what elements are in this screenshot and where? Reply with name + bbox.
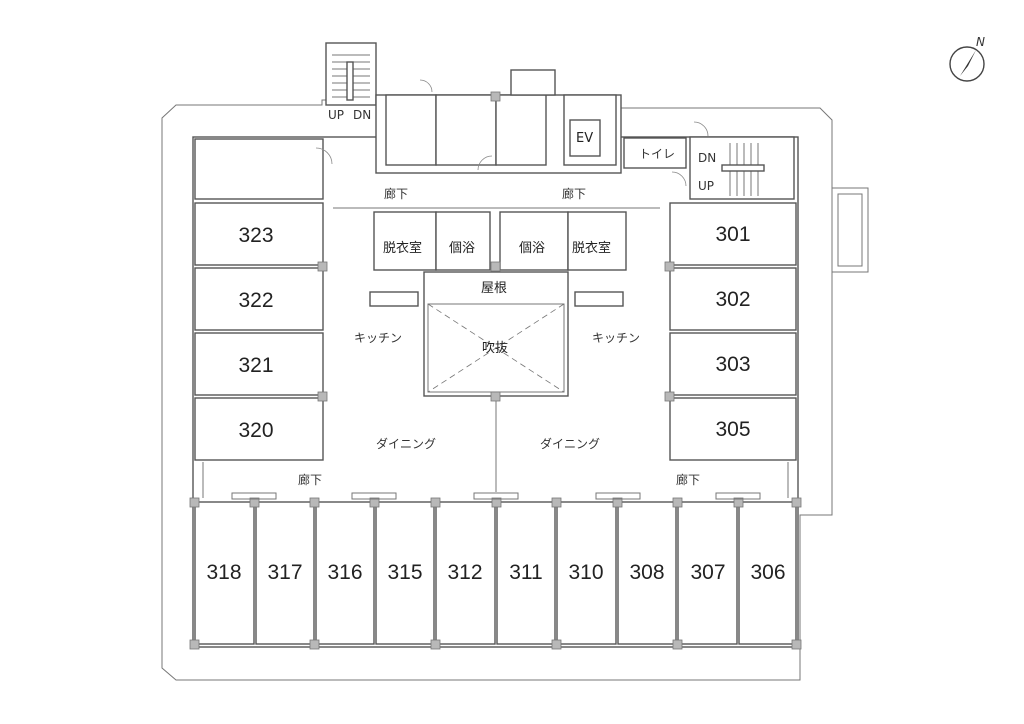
room-number: 312	[447, 561, 482, 584]
room-cell	[669, 397, 797, 461]
dressing-room-right-label: 脱衣室	[572, 240, 611, 256]
roof-area	[423, 271, 569, 397]
toilet-label: トイレ	[639, 147, 675, 161]
compass-north-label: N	[976, 35, 985, 49]
room-cell	[669, 267, 797, 331]
room-number: 321	[238, 354, 273, 377]
north-arrow-icon	[960, 50, 976, 76]
room-cell	[315, 501, 375, 645]
room-cell	[255, 501, 315, 645]
room-cell	[375, 501, 435, 645]
room-cell	[669, 202, 797, 266]
kitchen-label-left: キッチン	[354, 331, 402, 345]
room-number: 303	[715, 353, 750, 376]
room-cell	[194, 332, 324, 396]
room-cell	[194, 397, 324, 461]
room-cell	[669, 332, 797, 396]
room-number: 320	[238, 419, 273, 442]
kitchen-label-right: キッチン	[592, 331, 640, 345]
room-number: 310	[568, 561, 603, 584]
door-swings	[315, 79, 709, 187]
right-balcony-inner	[837, 193, 863, 267]
room-number: 306	[750, 561, 785, 584]
roof-label: 屋根	[481, 281, 507, 296]
compass: N	[949, 35, 985, 82]
room-number: 307	[690, 561, 725, 584]
roof-vent	[510, 69, 556, 96]
top-stair-up-label: UP	[328, 108, 344, 122]
room-number: 316	[327, 561, 362, 584]
right-room-column: 301 302 303 305	[669, 202, 797, 461]
right-stair-dn-label: DN	[698, 151, 716, 165]
right-balcony	[831, 187, 869, 273]
room-cell	[435, 501, 496, 645]
dressing-room-left	[373, 211, 437, 271]
corridor-label-top-left: 廊下	[384, 186, 408, 201]
private-bath-right	[499, 211, 569, 271]
corridor-label-top-right: 廊下	[562, 186, 586, 201]
room-number: 305	[715, 418, 750, 441]
room-cell	[738, 501, 797, 645]
room-number: 317	[267, 561, 302, 584]
room-number: 311	[509, 561, 542, 584]
left-room-column: 323 322 321 320	[194, 202, 324, 461]
room-number: 315	[387, 561, 422, 584]
room-cell	[556, 501, 617, 645]
room-number: 308	[629, 561, 664, 584]
right-stair-up-label: UP	[698, 179, 714, 193]
room-cell	[617, 501, 677, 645]
right-stair-treads	[721, 143, 765, 196]
service-room-2	[435, 94, 497, 166]
room-cell	[194, 267, 324, 331]
room-cell	[194, 202, 324, 266]
atrium-label: 吹抜	[482, 340, 508, 356]
room-number: 318	[206, 561, 241, 584]
private-bath-right-label: 個浴	[519, 241, 545, 256]
bottom-room-row: 318 317 316 315 312 311 310 308 307 306	[194, 501, 797, 645]
room-number: 302	[715, 288, 750, 311]
left-room-top	[194, 138, 324, 200]
compass-ring	[949, 46, 985, 82]
ev-label: EV	[576, 131, 593, 146]
kitchen-counter-left	[369, 291, 419, 307]
corridor-label-bottom-left: 廊下	[298, 472, 322, 487]
room-number: 322	[238, 289, 273, 312]
corridor-windows	[231, 492, 761, 500]
room-cell	[496, 501, 556, 645]
structural-columns	[189, 91, 802, 650]
room-number: 301	[715, 223, 750, 246]
dressing-room-right	[567, 211, 627, 271]
service-room-1	[385, 94, 437, 166]
corridor-label-bottom-right: 廊下	[676, 472, 700, 487]
private-bath-left	[435, 211, 491, 271]
service-room-3	[495, 94, 547, 166]
room-cell	[677, 501, 738, 645]
dressing-room-left-label: 脱衣室	[383, 240, 422, 256]
room-number: 323	[238, 224, 273, 247]
kitchen-counter-right	[574, 291, 624, 307]
atrium-diagonal-2	[427, 303, 565, 393]
room-cell	[194, 501, 255, 645]
ev-car	[569, 119, 601, 157]
private-bath-left-label: 個浴	[449, 241, 475, 256]
dining-label-left: ダイニング	[376, 436, 436, 451]
toilet-room	[623, 137, 687, 169]
top-stair-treads	[332, 54, 370, 101]
top-stair-dn-label: DN	[353, 108, 371, 122]
dining-label-right: ダイニング	[540, 436, 600, 451]
